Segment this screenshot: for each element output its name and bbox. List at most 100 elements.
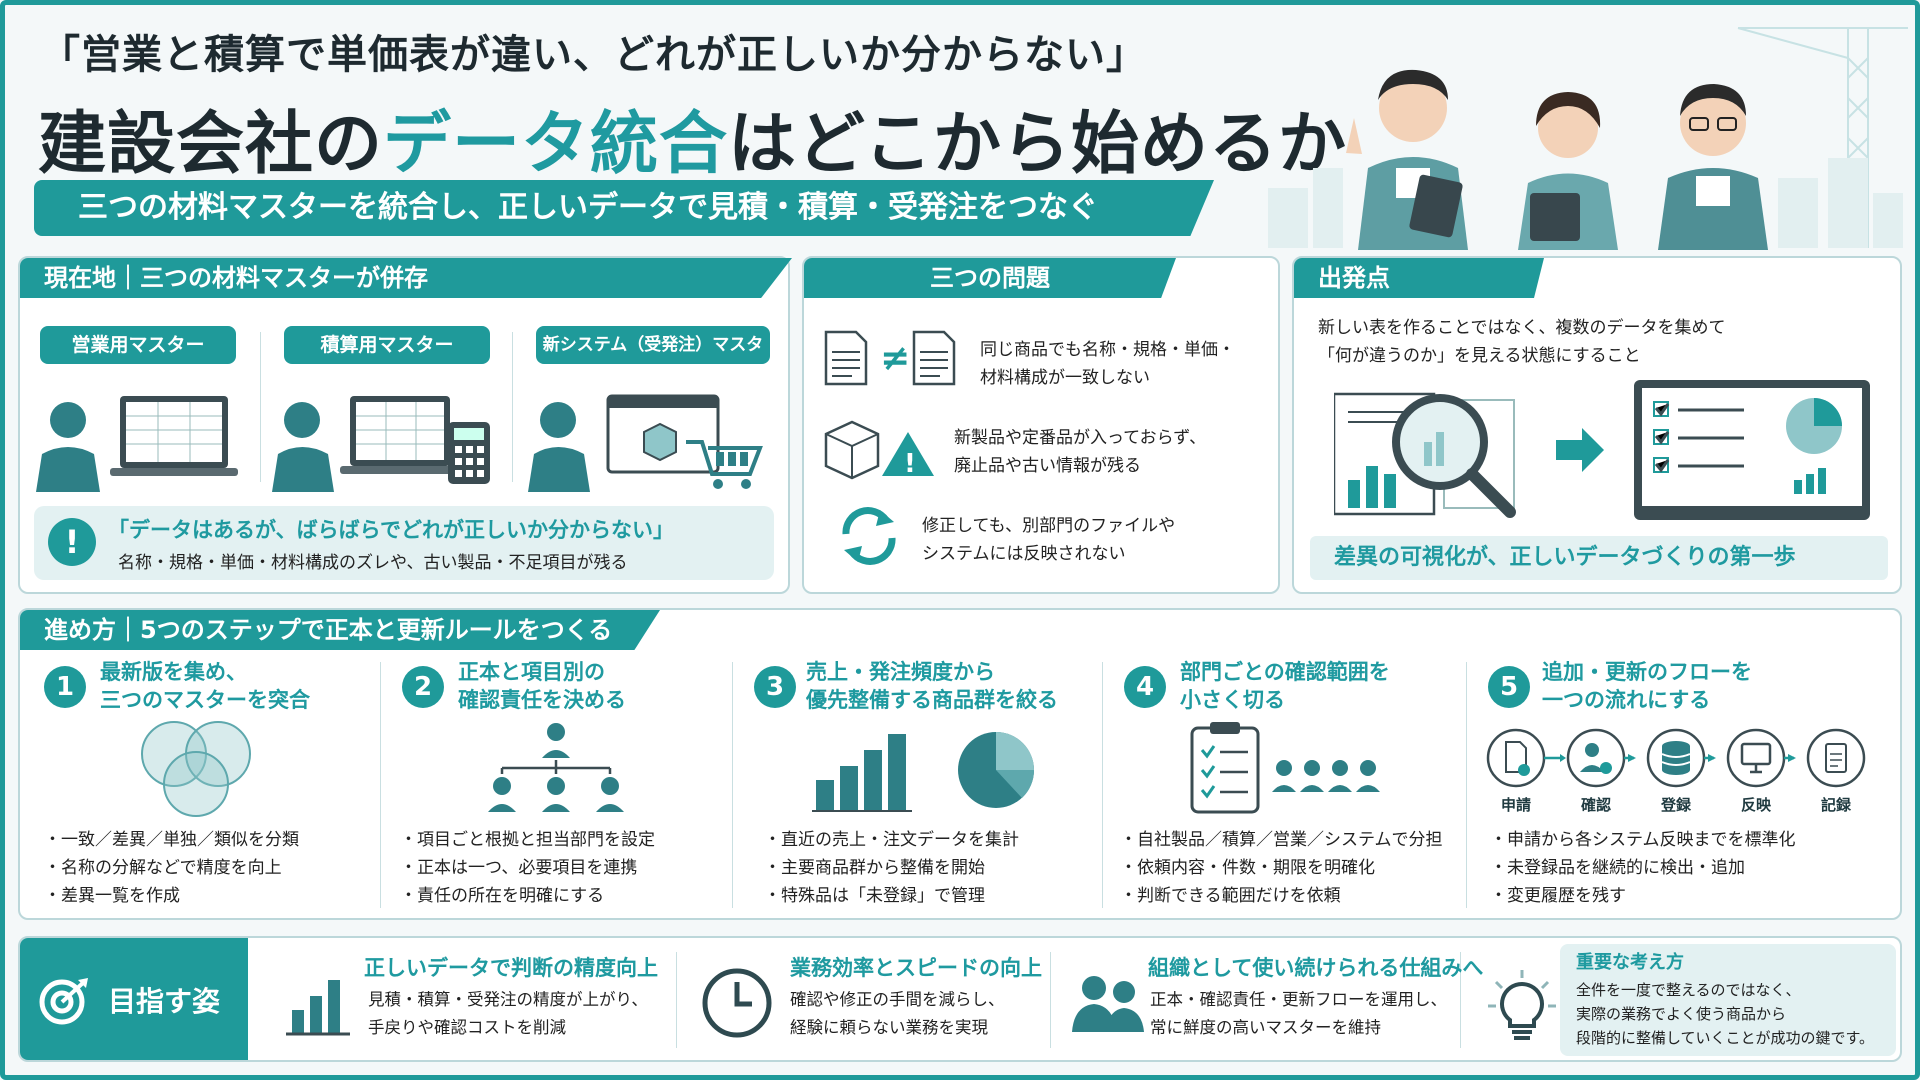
goal-3-title: 組織として使い続けられる仕組みへ: [1148, 956, 1484, 980]
flow-icon: [1486, 728, 1866, 788]
goals-panel: 目指す姿 正しいデータで判断の精度向上 見積・積算・受発注の精度が上がり、 手戻…: [18, 936, 1902, 1062]
flow-label-apply: 申請: [1500, 796, 1531, 814]
title-pre: 建設会社の: [38, 105, 384, 184]
step-3-title-line2: 優先整備する商品群を絞る: [806, 688, 1058, 712]
problem-3-line1: 修正しても、別部門のファイルや: [922, 516, 1176, 536]
flow-label-reflect: 反映: [1740, 796, 1771, 814]
key-idea-line2: 実際の業務でよく使う商品から: [1576, 1005, 1787, 1023]
step-1-bullet-3: ・差異一覧を作成: [44, 886, 180, 906]
subtitle-banner: 三つの材料マスターを統合し、正しいデータで見積・積算・受発注をつなぐ: [34, 180, 1214, 236]
goal-1-title: 正しいデータで判断の精度向上: [364, 956, 658, 980]
goal-3-line2: 常に鮮度の高いマスターを維持: [1150, 1018, 1381, 1037]
step-3-number: 3: [754, 666, 796, 708]
problem-1-line2: 材料構成が一致しない: [980, 368, 1150, 388]
goal-2-line1: 確認や修正の手間を減らし、: [790, 990, 1005, 1009]
goals-heading-block: 目指す姿: [20, 938, 248, 1060]
person-browser-cart-icon: [528, 394, 763, 492]
step-2-bullet-2: ・正本は一つ、必要項目を連携: [400, 858, 638, 878]
step-5-title-line2: 一つの流れにする: [1542, 688, 1711, 712]
worker-2: [1518, 92, 1618, 250]
start-caption: 差異の可視化が、正しいデータづくりの第一歩: [1310, 536, 1888, 580]
step-4-number: 4: [1124, 666, 1166, 708]
bar-pie-chart-icon: [812, 732, 1035, 812]
steps-panel: 進め方｜5つのステップで正本と更新ルールをつくる 1 最新版を集め、 三つのマス…: [18, 608, 1902, 920]
current-state-panel: 現在地｜三つの材料マスターが併存 営業用マスター 積算用マスター 新システム（受…: [18, 256, 792, 594]
title-accent: データ統合: [383, 105, 729, 184]
step-3-title-line1: 売上・発注頻度から: [806, 660, 995, 684]
step-5-bullet-2: ・未登録品を継続的に検出・追加: [1490, 858, 1745, 878]
key-idea-line1: 全件を一度で整えるのではなく、: [1576, 981, 1801, 999]
step-3-bullet-3: ・特殊品は「未登録」で管理: [764, 886, 985, 906]
step-1-number: 1: [44, 666, 86, 708]
start-heading: 出発点: [1294, 258, 1544, 298]
step-4-title-line1: 部門ごとの確認範囲を: [1180, 660, 1390, 684]
step-4-title-line2: 小さく切る: [1180, 688, 1285, 712]
lightbulb-icon: [1488, 970, 1556, 1040]
clock-icon: [702, 968, 772, 1038]
key-idea-line3: 段階的に整備していくことが成功の鍵です。: [1576, 1029, 1875, 1047]
person-laptop-icon: [36, 396, 238, 492]
problem-1-line1: 同じ商品でも名称・規格・単価・: [980, 340, 1235, 360]
alert-icon: !: [48, 518, 96, 566]
target-icon: [39, 978, 88, 1025]
step-2-bullet-1: ・項目ごと根拠と担当部門を設定: [400, 830, 655, 850]
step-4-bullet-1: ・自社製品／積算／営業／システムで分担: [1120, 830, 1443, 850]
problem-2-line1: 新製品や定番品が入っておらず、: [954, 428, 1207, 448]
alert-box: ! 「データはあるが、ばらばらでどれが正しいか分からない」 名称・規格・単価・材…: [34, 506, 774, 580]
start-panel: 出発点 新しい表を作ることではなく、複数のデータを集めて 「何が違うのか」を見え…: [1292, 256, 1902, 594]
step-3-bullet-1: ・直近の売上・注文データを集計: [764, 830, 1019, 850]
magnify-report-to-dashboard-icon: [1334, 380, 1870, 520]
svg-text:≠: ≠: [880, 338, 910, 379]
svg-text:!: !: [904, 449, 916, 479]
step-5-bullet-1: ・申請から各システム反映までを標準化: [1490, 830, 1796, 850]
current-state-heading: 現在地｜三つの材料マスターが併存: [20, 258, 792, 298]
worker-1: [1346, 69, 1468, 250]
goal-2-line2: 経験に頼らない業務を実現: [790, 1018, 988, 1037]
step-1-bullet-2: ・名称の分解などで精度を向上: [44, 858, 282, 878]
start-line1: 新しい表を作ることではなく、複数のデータを集めて: [1318, 318, 1726, 338]
alert-text: 名称・規格・単価・材料構成のズレや、古い製品・不足項目が残る: [118, 553, 628, 573]
goal-1-line1: 見積・積算・受発注の精度が上がり、: [368, 990, 648, 1009]
person-laptop-calculator-icon: [272, 396, 490, 492]
alert-title: 「データはあるが、ばらばらでどれが正しいか分からない」: [108, 518, 674, 542]
step-5-title-line1: 追加・更新のフローを: [1542, 660, 1752, 684]
step-4-bullet-2: ・依頼内容・件数・期限を明確化: [1120, 858, 1375, 878]
box-warning-icon: !: [824, 420, 934, 480]
team-icon: [1072, 976, 1144, 1032]
goal-1-line2: 手戻りや確認コストを削減: [368, 1018, 566, 1037]
problem-3-line2: システムには反映されない: [922, 544, 1126, 564]
master-pill-new-system: 新システム（受発注）マスター: [536, 326, 770, 393]
flow-label-record: 記録: [1820, 796, 1851, 814]
checklist-team-icon: [1190, 722, 1380, 814]
step-1-title-line2: 三つのマスターを突合: [100, 688, 310, 712]
page-title: 建設会社のデータ統合はどこから始めるか: [38, 88, 1347, 187]
step-2-title-line2: 確認責任を決める: [458, 688, 626, 712]
title-post: はどこから始めるか: [728, 105, 1347, 184]
step-5-bullet-3: ・変更履歴を残す: [1490, 886, 1626, 906]
master-pill-sales: 営業用マスター: [40, 326, 236, 364]
bar-chart-icon: [286, 980, 350, 1036]
step-3-bullet-2: ・主要商品群から整備を開始: [764, 858, 985, 878]
flow-label-confirm: 確認: [1580, 796, 1611, 814]
venn-icon: [141, 721, 251, 817]
step-2-title-line1: 正本と項目別の: [458, 660, 605, 684]
key-idea-title: 重要な考え方: [1576, 952, 1684, 973]
step-2-bullet-3: ・責任の所在を明確にする: [400, 886, 605, 906]
worker-3: [1658, 84, 1768, 250]
sync-icon: [842, 507, 896, 565]
step-1-title-line1: 最新版を集め、: [100, 660, 247, 684]
not-equal-documents-icon: ≠: [824, 330, 956, 386]
start-line2: 「何が違うのか」を見える状態にすること: [1318, 346, 1641, 366]
step-5-number: 5: [1488, 666, 1530, 708]
master-pill-estimate: 積算用マスター: [284, 326, 490, 364]
problems-heading: 三つの問題: [804, 258, 1176, 298]
goal-3-line1: 正本・確認責任・更新フローを運用し、: [1150, 990, 1447, 1009]
step-1-bullet-1: ・一致／差異／単独／類似を分類: [44, 830, 299, 850]
key-idea-box: 重要な考え方 全件を一度で整えるのではなく、 実際の業務でよく使う商品から 段階…: [1560, 944, 1896, 1056]
org-chart-icon: [488, 723, 624, 812]
flow-label-register: 登録: [1660, 796, 1691, 814]
problem-2-line2: 廃止品や古い情報が残る: [954, 456, 1141, 476]
step-4-bullet-3: ・判断できる範囲だけを依頼: [1120, 886, 1341, 906]
problems-panel: 三つの問題 ≠ 同じ商品でも名称・規格・単価・ 材料構成が一致しない ! 新製品…: [802, 256, 1280, 594]
